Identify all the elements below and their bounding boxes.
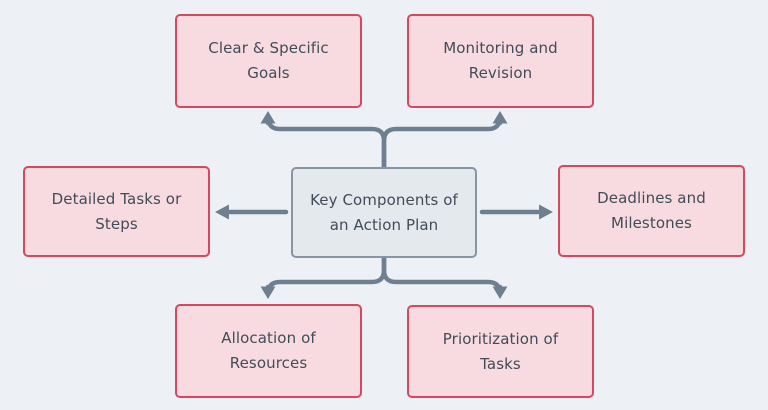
node-monitoring-revision: Monitoring and Revision	[407, 14, 594, 108]
node-label-line: Monitoring and	[443, 39, 558, 57]
node-label-line: Tasks	[480, 354, 521, 373]
arrowhead-middle-left	[215, 204, 229, 220]
center-label-line: Key Components of	[310, 190, 458, 209]
arrow-to-bottom-right	[381, 255, 503, 297]
node-prioritization-tasks: Prioritization of Tasks	[407, 305, 594, 398]
node-label-line: Clear & Specific	[208, 39, 329, 57]
arrow-to-top-left	[265, 114, 387, 170]
node-label-line: Goals	[247, 64, 290, 82]
arrowhead-top-right	[492, 111, 508, 124]
node-detailed-tasks-steps: Detailed Tasks or Steps	[23, 166, 210, 257]
arrowhead-top-left	[260, 111, 276, 124]
arrow-to-bottom-left	[265, 255, 387, 297]
node-label-line: Revision	[468, 64, 533, 82]
node-label-line: Steps	[95, 214, 138, 233]
arrowhead-bottom-right	[492, 286, 508, 299]
node-label-line: Deadlines and	[597, 189, 706, 207]
node-label-line: Detailed Tasks or	[51, 189, 182, 208]
node-deadlines-milestones: Deadlines and Milestones	[558, 165, 745, 257]
node-label-line: Milestones	[611, 214, 692, 232]
node-label-line: Resources	[229, 354, 308, 372]
node-clear-specific-goals: Clear & Specific Goals	[175, 14, 362, 108]
arrow-to-top-right	[381, 114, 503, 170]
node-allocation-resources: Allocation of Resources	[175, 304, 362, 398]
center-label-line: an Action Plan	[329, 215, 439, 234]
arrowhead-middle-right	[539, 204, 553, 220]
node-label-line: Prioritization of	[442, 329, 559, 348]
node-key-components-center: Key Components of an Action Plan	[291, 167, 477, 258]
node-label-line: Allocation of	[221, 329, 316, 347]
arrowhead-bottom-left	[260, 286, 276, 299]
